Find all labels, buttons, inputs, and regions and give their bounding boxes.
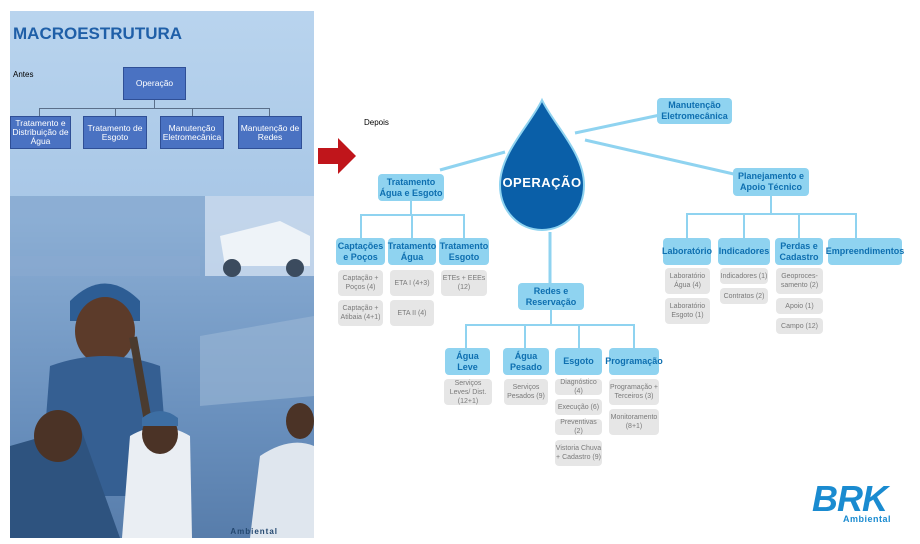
sub-item: Programação + Terceiros (3)	[609, 379, 659, 405]
node-programacao: Programação	[609, 348, 659, 375]
connector	[686, 213, 688, 238]
sub-item: Preventivas (2)	[555, 419, 602, 435]
connector	[743, 213, 745, 238]
sub-item: Captação + Poços (4)	[338, 270, 383, 296]
sub-item: Laboratório Esgoto (1)	[665, 298, 710, 324]
connector	[410, 201, 412, 215]
sub-item: Contratos (2)	[720, 288, 768, 304]
sub-item: Diagnóstico (4)	[555, 379, 602, 395]
node-trat-esgoto: Tratamento Esgoto	[439, 238, 489, 265]
sub-item: Campo (12)	[776, 318, 823, 334]
node-agua-pesado: Água Pesado	[503, 348, 549, 375]
node-esgoto: Esgoto	[555, 348, 602, 375]
node-trat-agua: Tratamento Água	[388, 238, 436, 265]
connector	[798, 213, 800, 238]
connector	[360, 214, 362, 238]
drop-icon	[492, 95, 592, 235]
connector	[524, 324, 526, 348]
connector	[465, 324, 635, 326]
node-manutencao: Manutenção Eletromecânica	[657, 98, 732, 124]
sub-item: Monitoramento (8+1)	[609, 409, 659, 435]
node-indicadores: Indicadores	[718, 238, 770, 265]
sub-item: Execução (6)	[555, 399, 602, 415]
node-agua-leve: Água Leve	[445, 348, 490, 375]
sub-item: Geoproces-samento (2)	[776, 268, 823, 294]
node-tratamento: Tratamento Água e Esgoto	[378, 174, 444, 201]
connector	[550, 310, 552, 325]
sub-item: ETEs + EEEs (12)	[441, 270, 487, 296]
sub-item: Serviços Leves/ Dist. (12+1)	[444, 379, 492, 405]
sub-item: Captação + Atibaia (4+1)	[338, 300, 383, 326]
sub-item: Serviços Pesados (9)	[504, 379, 548, 405]
connector	[465, 324, 467, 348]
connector	[578, 324, 580, 348]
sub-item: Laboratório Água (4)	[665, 268, 710, 294]
node-redes: Redes e Reservação	[518, 283, 584, 310]
center-operacao: OPERAÇÃO	[492, 175, 592, 190]
brk-logo-subtitle: Ambiental	[843, 514, 891, 524]
node-empreendimentos: Empreendimentos	[828, 238, 902, 265]
sub-item: Indicadores (1)	[720, 268, 768, 284]
node-captacoes: Captações e Poços	[336, 238, 385, 265]
sub-item: ETA I (4+3)	[390, 270, 434, 296]
node-perdas: Perdas e Cadastro	[775, 238, 823, 265]
connector	[855, 213, 857, 238]
sub-item: ETA II (4)	[390, 300, 434, 326]
connector	[411, 214, 413, 238]
connector	[463, 214, 465, 238]
connector	[686, 213, 856, 215]
node-planejamento: Planejamento e Apoio Técnico	[733, 168, 809, 196]
sub-item: Apoio (1)	[776, 298, 823, 314]
connector	[633, 324, 635, 348]
sub-item: Vistoria Chuva + Cadastro (9)	[555, 440, 602, 466]
node-laboratorio: Laboratório	[663, 238, 711, 265]
connector	[770, 196, 772, 214]
